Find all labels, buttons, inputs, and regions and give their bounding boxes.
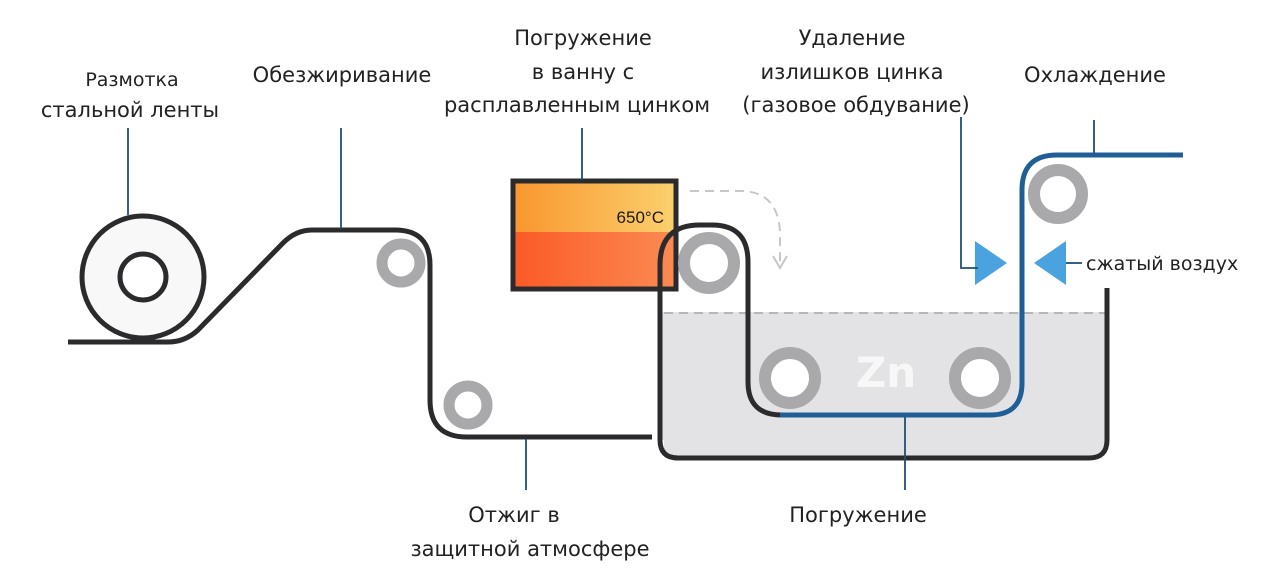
- label-immersion-bath: Погружение в ванну с расплавленным цинко…: [444, 26, 710, 117]
- svg-text:Обезжиривание: Обезжиривание: [253, 63, 432, 87]
- label-compressed-air: сжатый воздух: [1086, 253, 1238, 275]
- label-degreasing: Обезжиривание: [253, 63, 432, 87]
- roller: [949, 347, 1011, 409]
- steel-coil: [79, 213, 207, 341]
- roller: [1028, 164, 1088, 224]
- bath-metal-label: Zn: [856, 348, 916, 397]
- svg-text:расплавленным цинком: расплавленным цинком: [444, 93, 710, 117]
- rollers: [376, 164, 1088, 430]
- label-cooling: Охлаждение: [1024, 63, 1166, 87]
- roller: [759, 347, 821, 409]
- coated-strip: [780, 152, 1183, 418]
- label-unwinding: Размотка стальной ленты: [41, 69, 219, 122]
- svg-text:Удаление: Удаление: [799, 26, 906, 50]
- zinc-bath: Zn: [657, 288, 1110, 461]
- steel-strip-to-bath: [657, 222, 790, 470]
- air-nozzle-right: [1034, 241, 1066, 285]
- roller: [678, 232, 740, 294]
- svg-text:Отжиг в: Отжиг в: [468, 503, 559, 527]
- furnace-bottom-zone: [513, 232, 676, 289]
- label-immersion: Погружение: [789, 503, 927, 527]
- steel-strip: [68, 227, 652, 440]
- flow-arrow: [690, 190, 788, 270]
- air-nozzle-left: [975, 241, 1007, 285]
- furnace-border: [510, 178, 679, 292]
- roller: [376, 238, 426, 288]
- label-annealing: Отжиг в защитной атмосфере: [410, 503, 649, 561]
- label-zinc-removal: Удаление излишков цинка (газовое обдуван…: [742, 26, 969, 117]
- svg-text:стальной ленты: стальной ленты: [41, 98, 219, 122]
- leader-lines: [127, 117, 1095, 490]
- svg-text:Погружение: Погружение: [514, 26, 652, 50]
- furnace-top-zone: [513, 181, 676, 232]
- svg-text:(газовое обдувание): (газовое обдувание): [742, 93, 969, 117]
- roller: [443, 380, 493, 430]
- bath-fill: [660, 312, 1107, 458]
- svg-text:Охлаждение: Охлаждение: [1024, 63, 1166, 87]
- svg-text:Размотка: Размотка: [85, 69, 178, 91]
- furnace: 650°C: [510, 178, 679, 292]
- furnace-temperature: 650°C: [617, 208, 664, 227]
- svg-text:защитной атмосфере: защитной атмосфере: [410, 537, 649, 561]
- air-knives: [975, 241, 1066, 285]
- svg-text:излишков цинка: излишков цинка: [761, 60, 944, 84]
- svg-text:в ванну с: в ванну с: [532, 60, 634, 84]
